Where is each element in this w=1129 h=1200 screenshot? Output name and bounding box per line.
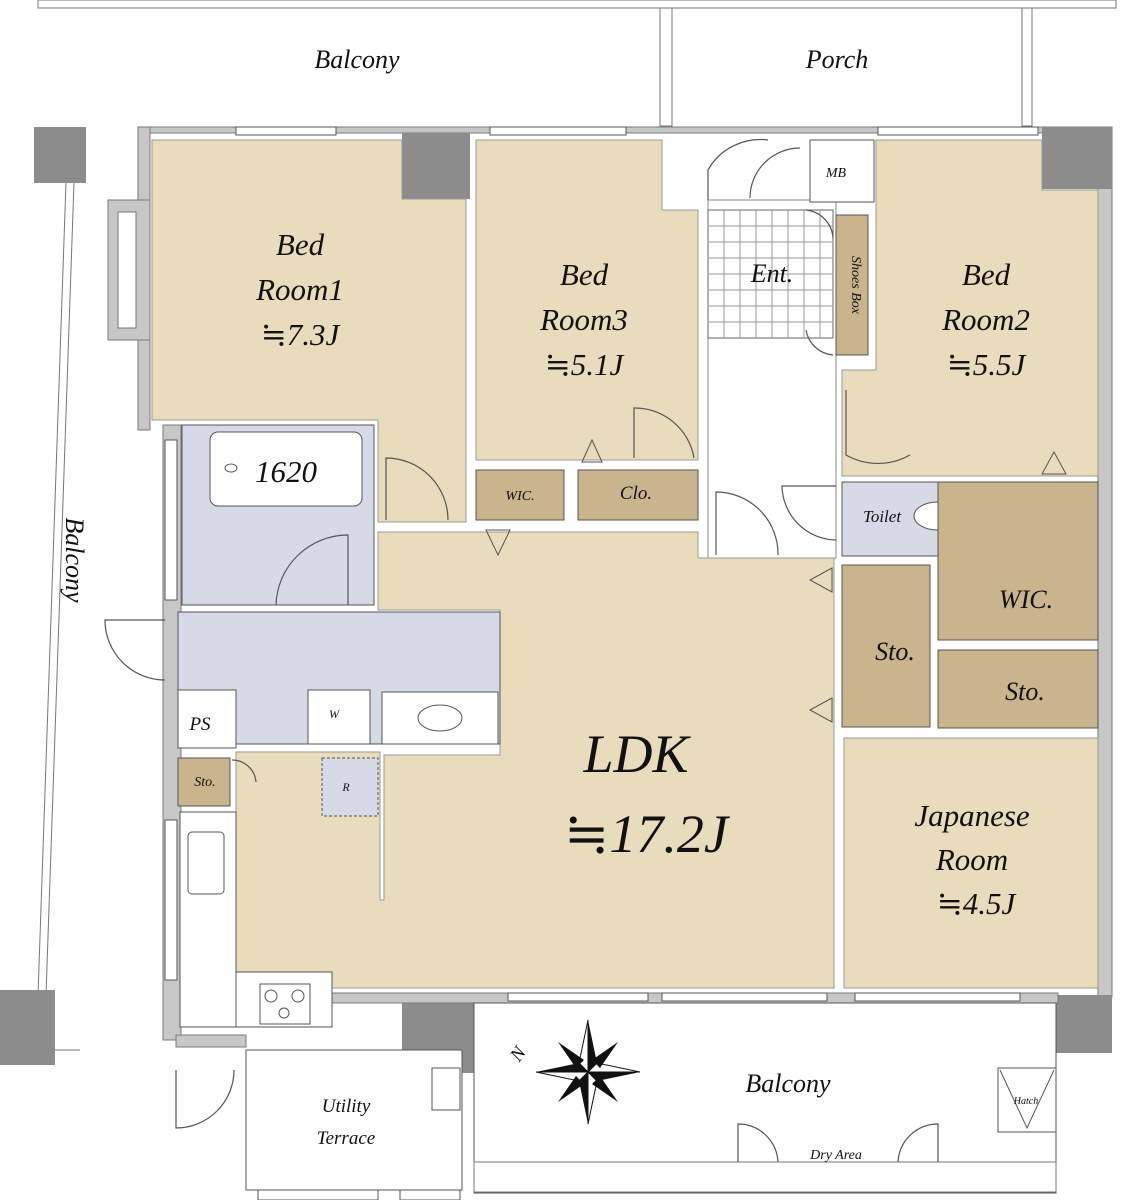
- cooktop-icon: [259, 983, 311, 1025]
- japanese-room-area: [843, 737, 1099, 989]
- drain-icon: [224, 463, 238, 473]
- hatch-box: [997, 1067, 1057, 1133]
- left-railing: [0, 127, 86, 1065]
- door-marker-3: [808, 567, 833, 593]
- washroom-door-swing: [104, 619, 166, 681]
- balcony-left-label: Balcony: [60, 517, 89, 603]
- utility-label-1: Utility: [322, 1096, 371, 1117]
- bedroom3-area: [475, 139, 699, 461]
- bedroom2-door-swing: [845, 390, 911, 465]
- ps-box: [177, 689, 237, 749]
- hatch-label: Hatch: [1013, 1096, 1038, 1107]
- entrance-label: Ent.: [750, 259, 794, 288]
- balcony-bottom-label: Balcony: [745, 1069, 831, 1098]
- bedroom3-door-swing: [633, 407, 695, 459]
- shoes-box: [835, 214, 869, 356]
- entrance-tiles: [707, 209, 834, 339]
- bedroom2-area: [841, 139, 1099, 477]
- utility-terrace: [245, 1049, 463, 1191]
- fridge-label: R: [341, 780, 350, 794]
- storage-c-door: [231, 759, 257, 783]
- wic-right-label: WIC.: [999, 585, 1053, 614]
- bedroom3-area-label: ≒5.1J: [545, 347, 625, 382]
- kitchen-sink: [187, 831, 225, 895]
- bath-door-swing: [275, 534, 349, 606]
- utility-label-2: Terrace: [317, 1128, 375, 1149]
- washer: [307, 689, 371, 745]
- ldk-area-label: ≒17.2J: [564, 804, 731, 864]
- door-marker-1: [485, 529, 511, 557]
- wic-right: [937, 481, 1099, 641]
- bathtub: [209, 431, 363, 507]
- door-marker-4: [808, 697, 833, 723]
- dry-area-label: Dry Area: [809, 1148, 862, 1163]
- shoes-box-label: Shoes Box: [848, 256, 863, 315]
- storage-b-label: Sto.: [1005, 677, 1045, 706]
- dry-area-door-2: [897, 1123, 939, 1163]
- closet: [577, 469, 699, 521]
- mb-label: MB: [825, 166, 847, 181]
- closet-label: Clo.: [620, 483, 652, 504]
- mb-box: [809, 139, 875, 203]
- dry-area-door-1: [737, 1123, 779, 1163]
- dry-area-strip: [473, 1161, 1057, 1193]
- porch-label: Porch: [805, 45, 869, 74]
- corridor-door-swing-b: [781, 485, 837, 541]
- bedroom3-label-1: Bed: [560, 257, 609, 292]
- shoesbox-door-swing: [805, 209, 834, 239]
- japanese-label-1: Japanese: [914, 798, 1030, 833]
- porch-door-swing: [749, 147, 801, 199]
- fridge: [321, 757, 379, 817]
- storage-a: [841, 564, 931, 728]
- bedroom1-area-label: ≒7.3J: [261, 317, 341, 352]
- top-railing: [37, 0, 1117, 127]
- storage-b: [937, 649, 1099, 729]
- windows: [164, 126, 1039, 1200]
- bedroom2-label-1: Bed: [962, 257, 1011, 292]
- storage-a-label: Sto.: [875, 637, 915, 666]
- sink-icon: [417, 704, 463, 732]
- utility-door-swing: [175, 1069, 235, 1129]
- corridor-door-swing-a: [715, 491, 779, 556]
- storage-c-label: Sto.: [194, 775, 215, 790]
- ps-label: PS: [188, 714, 211, 735]
- wic-left-label: WIC.: [505, 489, 534, 504]
- shoesbox-door-swing-2: [805, 329, 834, 356]
- bottom-balcony: [473, 1002, 1057, 1194]
- door-marker-2: [581, 438, 603, 463]
- bedroom1-label-1: Bed: [276, 227, 325, 262]
- wic-left: [475, 469, 565, 521]
- door-marker-5: [1041, 450, 1067, 475]
- storage-c: [177, 757, 231, 807]
- japanese-area-label: ≒4.5J: [937, 886, 1017, 921]
- bedroom1-door-swing: [385, 457, 449, 521]
- toilet-label: Toilet: [863, 507, 902, 526]
- balcony-top-label: Balcony: [314, 45, 400, 74]
- bathtub-size-label: 1620: [255, 454, 318, 489]
- compass-rose-icon: [535, 1019, 641, 1125]
- bedroom2-label-2: Room2: [941, 302, 1030, 337]
- bedroom1-area: [151, 139, 467, 523]
- japanese-label-2: Room: [935, 842, 1008, 877]
- washer-label: W: [329, 707, 340, 721]
- bedroom3-label-2: Room3: [539, 302, 628, 337]
- entrance-door-swing: [707, 138, 769, 200]
- bedroom1-label-2: Room1: [255, 272, 344, 307]
- hatch-marker: [999, 1069, 1055, 1130]
- utility-sink: [431, 1067, 461, 1111]
- ldk-name-label: LDK: [582, 724, 691, 784]
- bedroom2-area-label: ≒5.5J: [947, 347, 1027, 382]
